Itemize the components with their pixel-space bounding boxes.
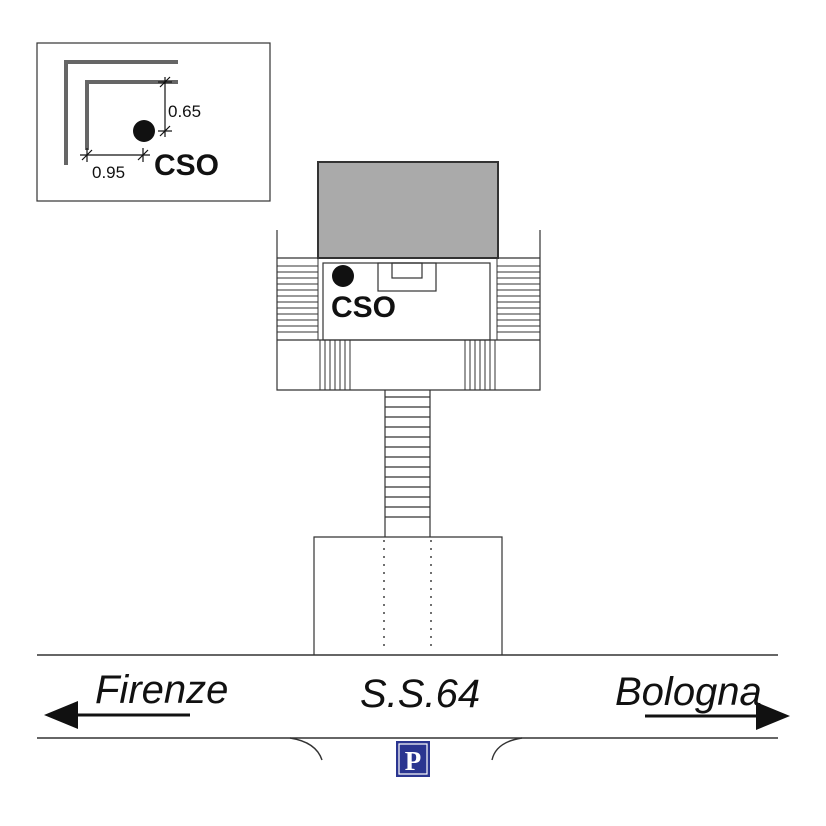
right-destination-label: Bologna (615, 670, 762, 714)
building-fixture-inner (391, 262, 423, 279)
right-arrow (645, 702, 790, 730)
building-roof (317, 161, 499, 259)
left-side-steps (277, 258, 319, 340)
parking-icon: P (396, 741, 430, 777)
inset-detail: 0.65 0.95 CSO (36, 42, 271, 202)
inset-dim-horizontal-label: 0.95 (92, 163, 125, 182)
inset-frame (36, 42, 271, 202)
site-cso-label: CSO (331, 291, 396, 324)
stairway (384, 390, 431, 537)
inset-cso-marker (133, 120, 155, 142)
building (276, 161, 541, 391)
lower-right-hatch (464, 340, 496, 390)
parking-label: P (405, 746, 422, 776)
inset-cso-label: CSO (154, 149, 219, 182)
site-cso-marker (332, 265, 354, 287)
left-arrow (44, 701, 190, 729)
inset-dim-vertical-label: 0.65 (168, 102, 201, 121)
road (37, 654, 778, 761)
inset-inner-wall (85, 80, 178, 150)
driveway-curve-right (491, 737, 523, 761)
inset-dimension-horizontal (80, 148, 150, 162)
inset-dimension-vertical (158, 76, 172, 137)
building-outer-wall (276, 230, 541, 391)
building-fixture-outer (377, 262, 437, 292)
right-side-steps (496, 258, 540, 340)
lower-left-hatch (319, 340, 351, 390)
entrance-block (313, 536, 503, 655)
road-name-label: S.S.64 (360, 672, 480, 716)
left-destination-label: Firenze (95, 668, 228, 712)
inset-outer-wall (64, 60, 178, 165)
driveway-curve-left (289, 737, 323, 761)
